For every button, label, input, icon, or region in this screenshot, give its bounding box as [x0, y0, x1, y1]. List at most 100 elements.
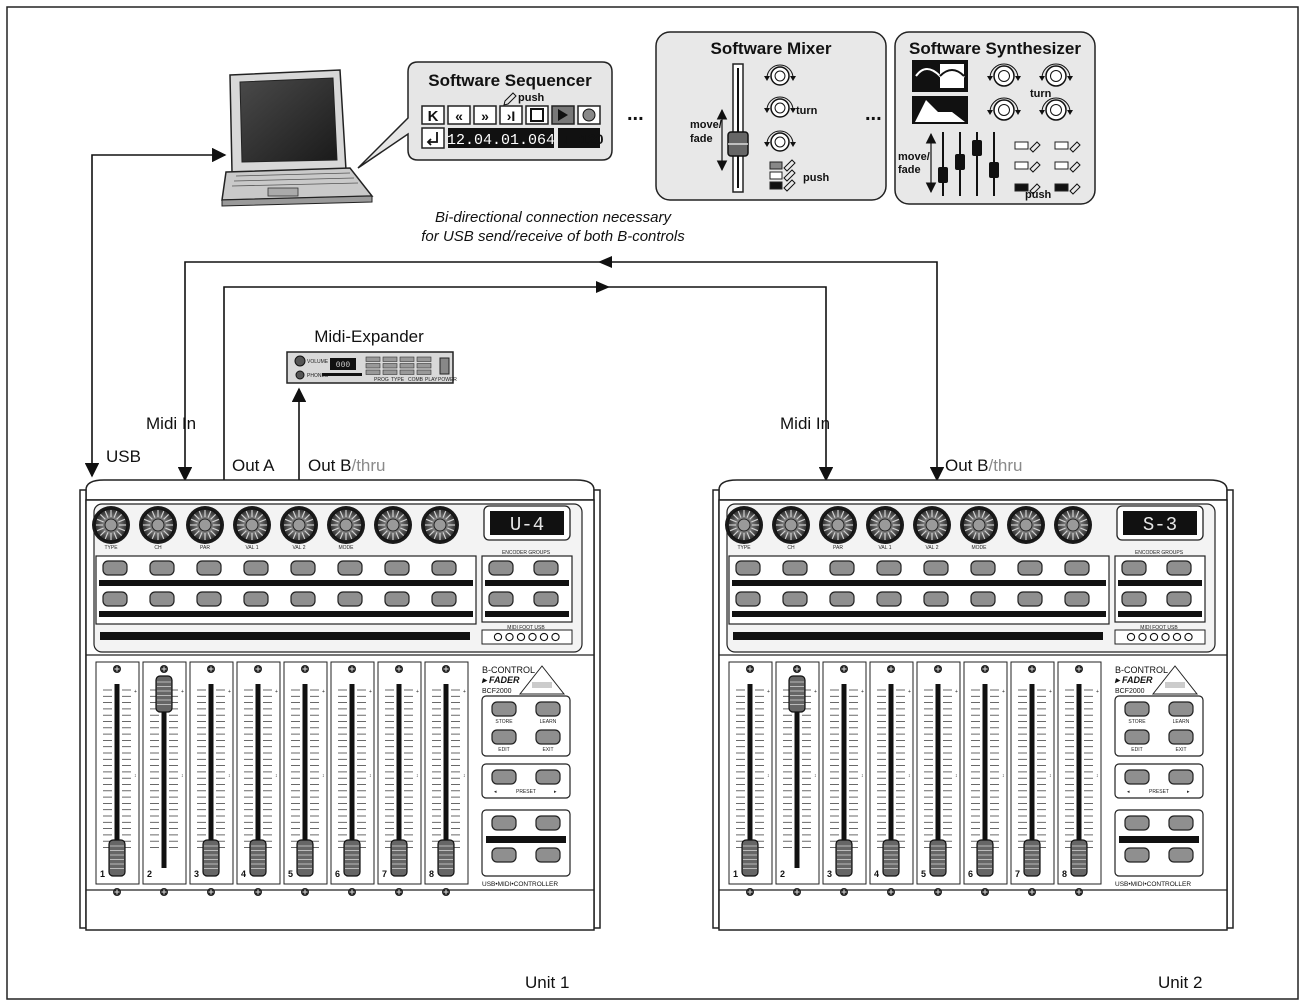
learn-button: [1168, 701, 1194, 717]
learn-label: LEARN: [540, 719, 557, 725]
push-button: [829, 560, 855, 576]
mixer-fade-label: fade: [690, 133, 713, 145]
position-display: [448, 128, 554, 148]
fader-cap: [741, 839, 759, 877]
encoder-group-button: [1166, 591, 1192, 607]
screw-icon: [793, 888, 801, 896]
function-button: [1124, 815, 1150, 831]
channel-number: 2: [147, 869, 152, 879]
expander-phones: PHONES: [307, 373, 329, 379]
led-display: [490, 511, 564, 535]
knob-label: VAL 2: [925, 545, 938, 551]
encoder-knob-icon: [374, 506, 412, 544]
svg-text:+: +: [228, 689, 231, 695]
volume-knob-icon: [294, 355, 306, 367]
fader-slot: [255, 684, 261, 868]
led-display: [1123, 511, 1197, 535]
knob-label: TYPE: [104, 545, 118, 551]
channel-number: 8: [1062, 869, 1067, 879]
channel-number: 6: [335, 869, 340, 879]
rotary-knob-icon: [764, 64, 796, 86]
svg-text:+: +: [463, 689, 466, 695]
push-button: [1064, 591, 1090, 607]
preset-down-button: [491, 769, 517, 785]
svg-text:↕: ↕: [908, 773, 911, 779]
port-jack-icon: [1184, 632, 1193, 642]
sequencer-title: Software Sequencer: [428, 71, 592, 90]
svg-text:+: +: [1002, 689, 1005, 695]
bottom-strip: [733, 632, 1103, 640]
knob-label: MODE: [339, 545, 355, 551]
exit-button: [1168, 729, 1194, 745]
screw-icon: [395, 888, 403, 896]
push-button: [196, 591, 222, 607]
expander-btn-prog: PROG: [374, 377, 389, 383]
knob-label: VAL 2: [292, 545, 305, 551]
preset-left-icon: ◂: [494, 789, 497, 795]
channel-number: 4: [241, 869, 246, 879]
edit-label: EDIT: [1131, 747, 1142, 753]
encoder-knob-icon: [819, 506, 857, 544]
push-button: [970, 560, 996, 576]
thru-label-2: /thru: [988, 456, 1022, 475]
footer-label: USB•MIDI•CONTROLLER: [1115, 881, 1191, 888]
encoder-knob-icon: [1007, 506, 1045, 544]
fader-cap: [108, 839, 126, 877]
push-button: [735, 591, 761, 607]
encoder-knob-icon: [725, 506, 763, 544]
push-button: [735, 560, 761, 576]
mixer-fader: [727, 63, 749, 193]
fader-cap: [390, 839, 408, 877]
expander-button: [365, 363, 381, 369]
push-button: [431, 560, 457, 576]
stop-icon: [525, 105, 549, 125]
screw-icon: [1075, 888, 1083, 896]
screw-icon: [160, 888, 168, 896]
midi-expander: VOLUME PHONES 000 PROG TYPE COMB PLAY PO…: [286, 351, 457, 384]
bottom-strip: [100, 632, 470, 640]
encoder-groups-label: ENCODER GROUPS: [502, 550, 551, 556]
usb-connection: [84, 147, 227, 478]
record-icon: [577, 105, 601, 125]
svg-text:+: +: [1049, 689, 1052, 695]
led-display-text: S-3: [1143, 514, 1177, 536]
rotary-knob-icon: [764, 130, 796, 152]
screw-icon: [348, 665, 356, 673]
pencil-icon: [503, 92, 517, 106]
fader-slot: [794, 684, 800, 868]
fader-slot: [841, 684, 847, 868]
encoder-knob-icon: [772, 506, 810, 544]
screw-icon: [160, 665, 168, 673]
expander-button: [382, 369, 398, 375]
svg-text:↕: ↕: [275, 773, 278, 779]
ports-panel: [1114, 629, 1206, 645]
rotary-knob-icon: [764, 96, 796, 118]
edit-label: EDIT: [498, 747, 509, 753]
function-button: [1124, 847, 1150, 863]
push-button: [923, 560, 949, 576]
knob-label: MODE: [972, 545, 988, 551]
svg-text:+: +: [134, 689, 137, 695]
synth-push-buttons: [1014, 141, 1081, 195]
connections: [84, 147, 945, 482]
svg-text:↕: ↕: [767, 773, 770, 779]
mixer-title: Software Mixer: [711, 39, 832, 58]
tempo-readout: =120: [572, 131, 604, 147]
channel-number: 3: [194, 869, 199, 879]
svg-text:+: +: [369, 689, 372, 695]
push-button: [196, 560, 222, 576]
waveform-icon: [912, 60, 968, 92]
synth-move-label: move/: [898, 151, 930, 163]
button-strip: [732, 580, 1106, 586]
position-readout: 12.04.01.064: [447, 132, 555, 149]
preset-down-button: [1124, 769, 1150, 785]
port-jack-icon: [528, 632, 537, 642]
mixer-push-buttons: [769, 159, 796, 192]
fader-slot: [1029, 684, 1035, 868]
channel-number: 6: [968, 869, 973, 879]
expander-button: [416, 369, 432, 375]
mixer-turn-label: turn: [796, 105, 818, 117]
fast-forward-icon: »: [473, 105, 497, 125]
